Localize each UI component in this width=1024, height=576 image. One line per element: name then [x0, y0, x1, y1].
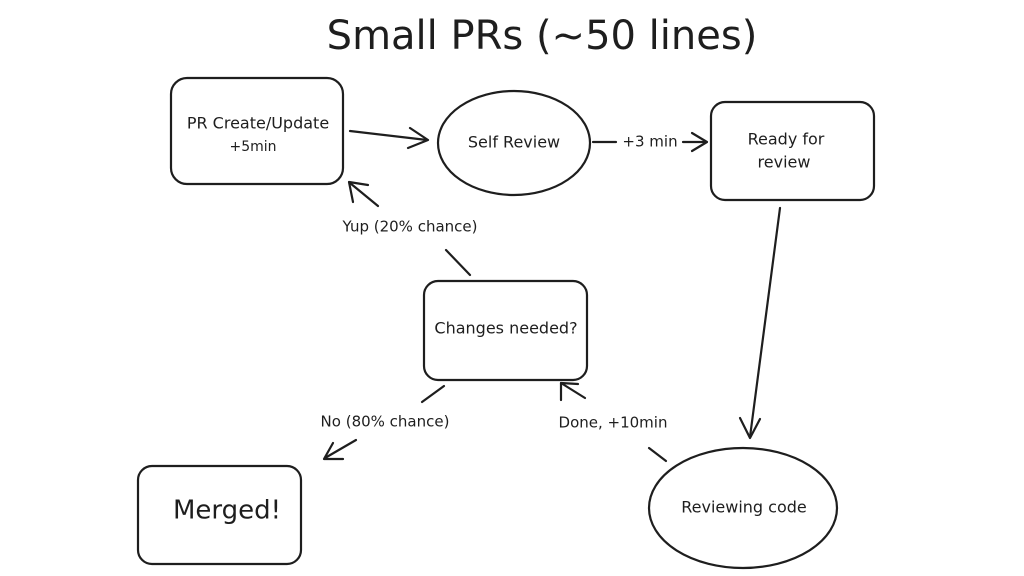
- edge-changes-to-pr-label: Yup (20% chance): [342, 218, 478, 236]
- node-changes-needed-label: Changes needed?: [434, 319, 577, 338]
- node-pr-create-update-box: [169, 76, 345, 186]
- node-changes-needed[interactable]: Changes needed?: [422, 279, 589, 382]
- edge-reviewing-to-changes: Done, +10min: [559, 381, 668, 463]
- edge-pr-to-self-review: [348, 126, 430, 150]
- edge-changes-to-merged: No (80% chance): [321, 384, 450, 461]
- edge-changes-to-pr-line-a: [444, 248, 472, 277]
- node-ready-for-review-box: [709, 100, 876, 202]
- edge-pr-to-self-review-arrowhead: [406, 126, 430, 150]
- edge-changes-to-pr: Yup (20% chance): [342, 180, 478, 277]
- node-ready-for-review-label-line2: review: [758, 153, 811, 172]
- node-ready-for-review-label-line1: Ready for: [748, 130, 825, 149]
- edge-reviewing-to-changes-line-a: [647, 446, 668, 463]
- node-changes-needed-box: [422, 279, 589, 382]
- edge-changes-to-merged-line-a: [420, 384, 446, 404]
- edge-changes-to-merged-line-b: [323, 438, 358, 460]
- edge-changes-to-merged-label: No (80% chance): [321, 413, 450, 431]
- node-self-review-ellipse: [436, 89, 592, 197]
- edge-changes-to-pr-arrowhead: [347, 180, 370, 204]
- edge-ready-to-reviewing: [738, 206, 782, 440]
- edge-reviewing-to-changes-arrowhead: [559, 381, 580, 402]
- node-pr-create-update-label: PR Create/Update: [187, 114, 329, 133]
- edge-changes-to-pr-line-b: [348, 181, 380, 208]
- edge-ready-to-reviewing-line: [748, 206, 782, 439]
- node-merged[interactable]: Merged!: [136, 464, 303, 566]
- node-merged-box: [136, 464, 303, 566]
- node-pr-create-update-duration: +5min: [229, 139, 276, 155]
- edge-ready-to-reviewing-arrowhead: [738, 416, 762, 440]
- edge-self-review-to-ready-label: +3 min: [622, 133, 677, 151]
- edge-self-review-to-ready: +3 min: [591, 131, 709, 153]
- edge-pr-to-self-review-line: [348, 129, 429, 142]
- edge-reviewing-to-changes-line-b: [559, 381, 587, 400]
- node-self-review-label: Self Review: [468, 133, 560, 152]
- diagram-title: Small PRs (~50 lines): [327, 13, 758, 59]
- node-reviewing-code[interactable]: Reviewing code: [647, 446, 839, 570]
- node-reviewing-code-label: Reviewing code: [681, 498, 807, 517]
- edge-self-review-to-ready-arrowhead: [690, 131, 709, 153]
- node-ready-for-review[interactable]: Ready for review: [709, 100, 876, 202]
- node-self-review[interactable]: Self Review: [436, 89, 592, 197]
- edge-changes-to-merged-arrowhead: [322, 441, 345, 461]
- node-reviewing-code-ellipse: [647, 446, 839, 570]
- node-pr-create-update[interactable]: PR Create/Update +5min: [169, 76, 345, 186]
- edge-reviewing-to-changes-label: Done, +10min: [559, 414, 668, 432]
- node-merged-label: Merged!: [173, 496, 281, 526]
